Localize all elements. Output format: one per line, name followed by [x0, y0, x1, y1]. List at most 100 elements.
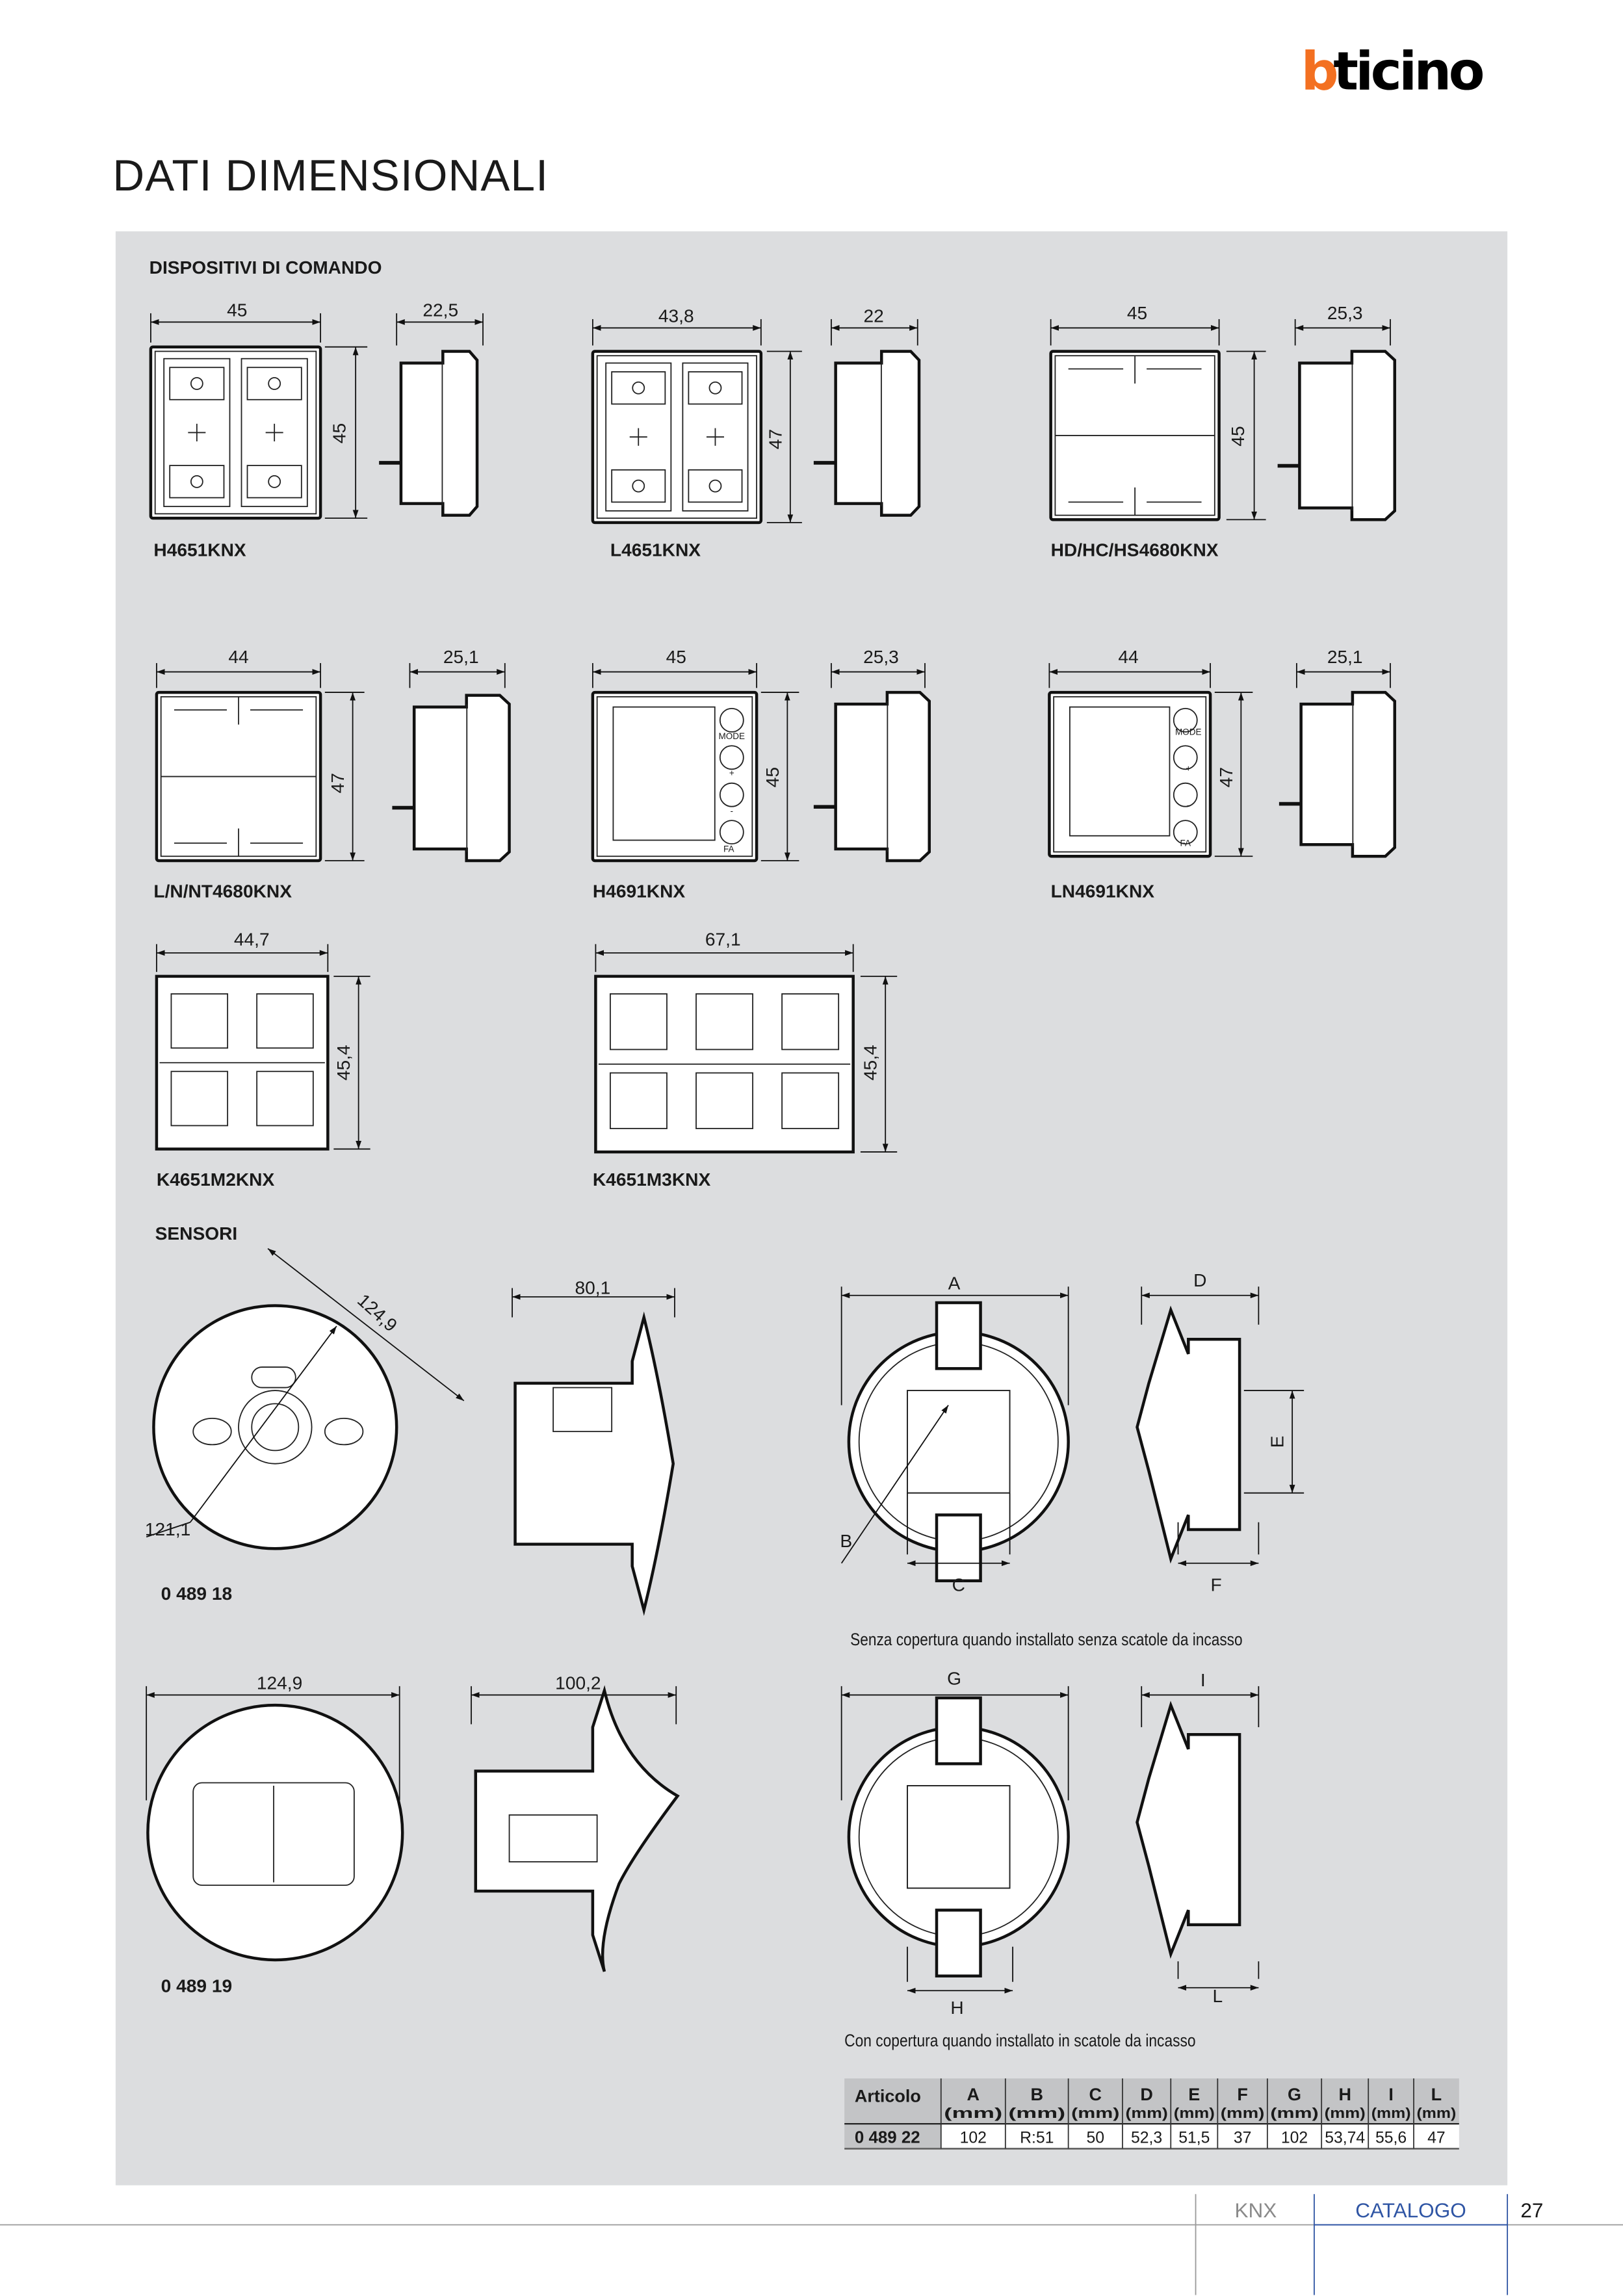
table-header-articolo: Articolo	[855, 2086, 921, 2106]
width-dimension: 45	[666, 647, 686, 667]
device-hd4680knx: 45 45 25,3 HD/HC/HS4680KNX	[1051, 303, 1363, 560]
table-cell: 53,74	[1325, 2129, 1365, 2146]
svg-text:+: +	[1186, 764, 1191, 774]
commands-section-title: DISPOSITIVI DI COMANDO	[149, 257, 382, 278]
sensor-body	[152, 1304, 398, 1550]
table-header-unit: (mm)	[1125, 2105, 1167, 2121]
rj45-port	[508, 1814, 598, 1862]
device-h4651knx: 45 45 22,5 H4651KNX	[153, 300, 458, 560]
spring-clip	[935, 1909, 982, 1977]
dimension-line	[267, 1247, 465, 1402]
height-dimension: 47	[328, 773, 348, 793]
height-dimension: 45	[762, 767, 783, 787]
cross-mark	[706, 428, 724, 446]
page-number: 27	[1520, 2198, 1543, 2222]
svg-text:MODE: MODE	[1175, 727, 1202, 737]
side-view	[813, 690, 931, 863]
device-code: HD/HC/HS4680KNX	[1051, 540, 1219, 560]
svg-text:B: B	[840, 1531, 852, 1551]
device-code: LN4691KNX	[1051, 881, 1155, 901]
depth-dimension: 25,3	[863, 647, 899, 667]
sensor-048919: 124,9 100,2 0 489 19	[161, 1673, 601, 1996]
device-code: 0 489 18	[161, 1584, 232, 1604]
bticino-logo: b ticino	[1301, 41, 1487, 102]
display	[612, 706, 716, 841]
sensor-body	[146, 1703, 404, 1962]
clip	[781, 1072, 840, 1129]
caption-with-cover: Con copertura quando installato in scato…	[844, 2031, 1195, 2050]
thermostat-button	[1173, 782, 1198, 807]
depth-dimension: 80,1	[575, 1277, 611, 1298]
svg-text:MODE: MODE	[719, 731, 746, 741]
thermostat-button	[1173, 707, 1198, 733]
table-cell: 52,3	[1131, 2129, 1162, 2146]
width-dimension: 45	[1127, 303, 1147, 323]
device-code: L/N/NT4680KNX	[153, 881, 292, 901]
table-cell: R:51	[1020, 2129, 1054, 2146]
flush-sensor-letters: A B C D E F G H I L	[840, 1270, 1287, 2018]
device-l4651knx: 43,8 47 22 L4651KNX	[610, 306, 884, 560]
svg-text:A: A	[948, 1273, 961, 1294]
table-header-L: L	[1431, 2085, 1442, 2104]
table-header-unit: (mm)	[1008, 2105, 1065, 2121]
table-header-G: G	[1288, 2085, 1301, 2104]
table-header-I: I	[1388, 2085, 1394, 2104]
clip	[610, 1072, 668, 1129]
svg-text:H: H	[950, 1998, 963, 2018]
led	[192, 1417, 232, 1446]
device-code: 0 489 19	[161, 1976, 232, 1996]
cross-mark	[629, 428, 647, 446]
height-dimension: 47	[765, 429, 785, 449]
dimension-line	[840, 1405, 949, 1564]
side-view	[474, 1685, 680, 1972]
table-cell: 102	[960, 2129, 987, 2146]
sensors-section-title: SENSORI	[155, 1223, 238, 1244]
spring-clip	[935, 1301, 982, 1370]
thermostat-button	[719, 820, 744, 845]
flush-sensor-side	[1136, 1701, 1241, 1959]
page-footer: KNX CATALOGO 27	[0, 2194, 1623, 2295]
table-header-unit: (mm)	[1371, 2105, 1411, 2121]
height-dimension: 45	[329, 423, 349, 443]
spring-clip	[935, 1513, 982, 1583]
table-header-unit: (mm)	[1325, 2105, 1366, 2121]
table-cell-articolo: 0 489 22	[855, 2128, 920, 2146]
front-view	[591, 690, 759, 863]
clip	[256, 993, 314, 1049]
inner-dimension: 121,1	[145, 1519, 190, 1539]
table-header-D: D	[1140, 2085, 1153, 2104]
mechanism	[682, 362, 749, 512]
width-dimension: 43,8	[658, 306, 694, 326]
table-header-unit: (mm)	[1417, 2105, 1457, 2121]
front-view	[1048, 690, 1212, 858]
depth-dimension: 100,2	[555, 1673, 601, 1693]
clip	[695, 993, 753, 1050]
svg-text:I: I	[1201, 1670, 1206, 1690]
technical-drawings	[146, 313, 1397, 1994]
table-cell: 55,6	[1375, 2129, 1407, 2146]
side-view	[379, 350, 479, 517]
spring-clip	[935, 1696, 982, 1766]
svg-text:+: +	[729, 768, 734, 777]
depth-dimension: 22,5	[422, 300, 458, 320]
rj45-port	[552, 1387, 613, 1433]
table-header-F: F	[1237, 2085, 1247, 2104]
cross-mark	[265, 423, 283, 441]
mechanism	[605, 362, 672, 512]
height-dimension: 47	[1216, 767, 1236, 787]
table-header-E: E	[1188, 2085, 1200, 2104]
table-cell: 47	[1427, 2129, 1446, 2146]
table-header-unit: (mm)	[1071, 2105, 1119, 2121]
thermostat-button	[1173, 820, 1198, 845]
width-dimension: 45	[227, 300, 247, 320]
side-view	[1277, 350, 1397, 521]
page-title: DATI DIMENSIONALI	[112, 151, 549, 200]
side-view	[1279, 690, 1397, 858]
device-k4651m2knx: 44,7 45,4 K4651M2KNX	[157, 930, 354, 1190]
side-view	[813, 350, 921, 517]
thermostat-button	[719, 745, 744, 770]
side-view	[392, 694, 511, 863]
table-header-A: A	[967, 2085, 980, 2104]
device-ln4680knx: 44 47 25,1 L/N/NT4680KNX	[153, 647, 478, 901]
